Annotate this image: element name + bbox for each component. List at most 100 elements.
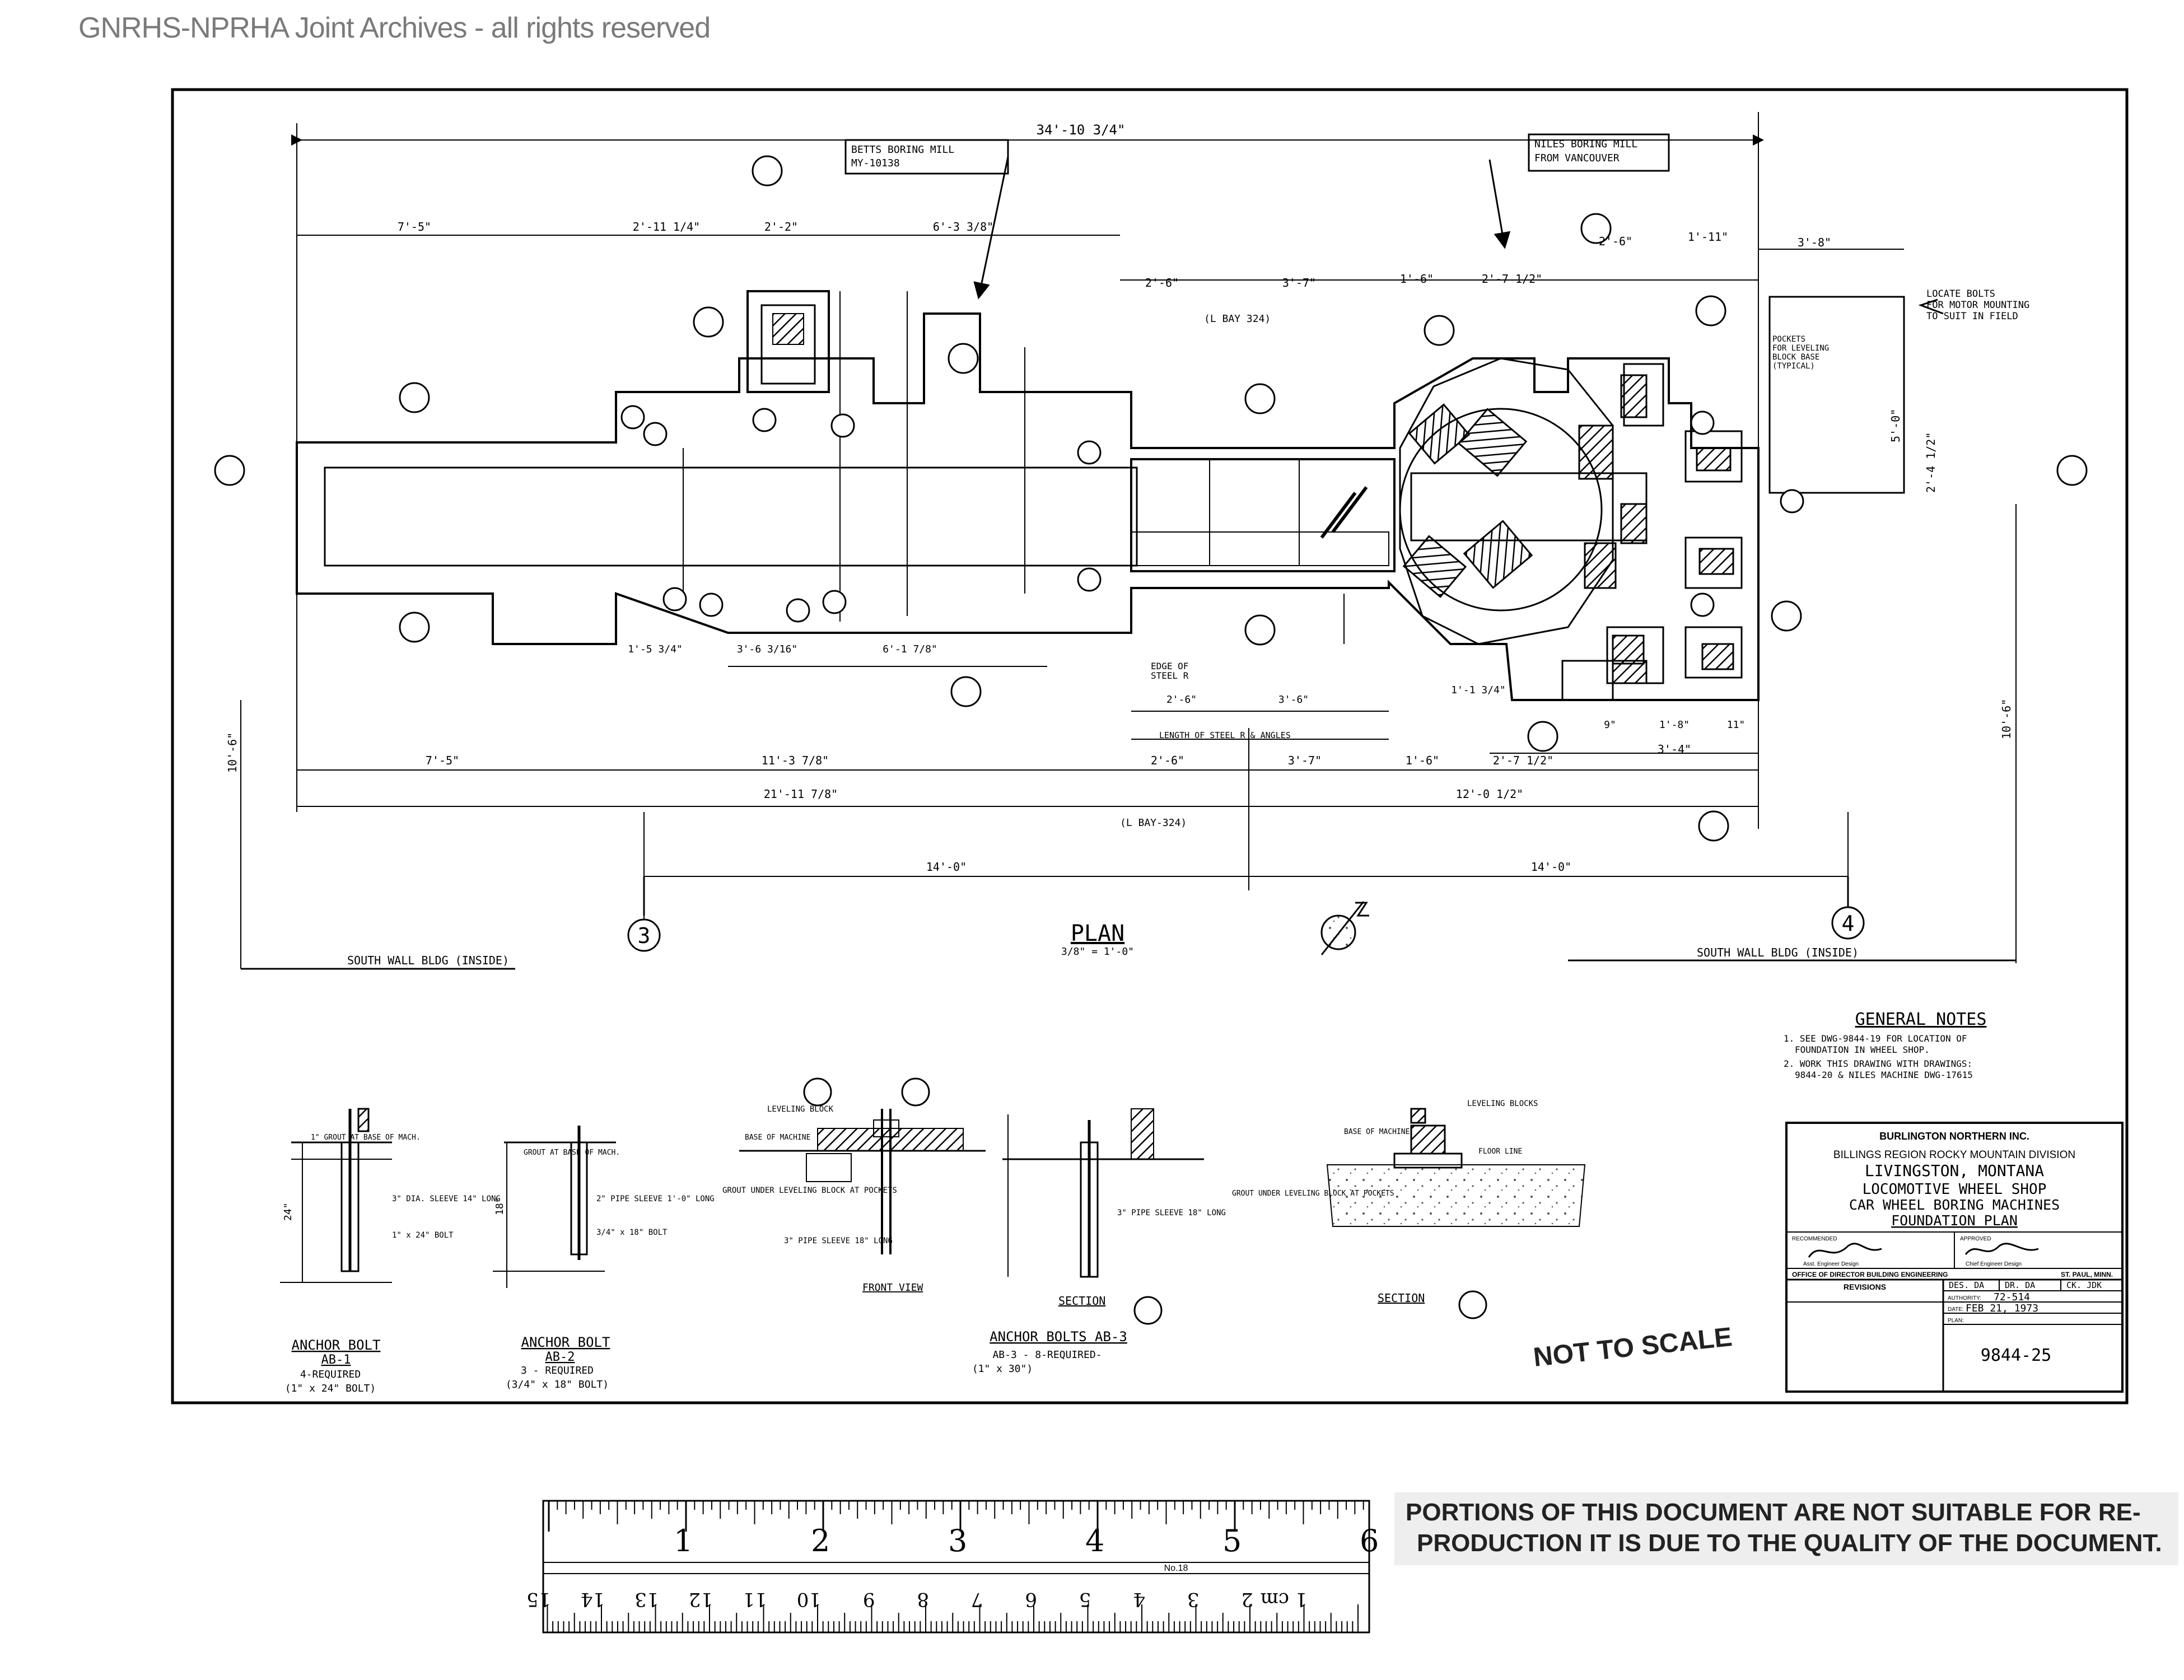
south-wall-left: SOUTH WALL BLDG (INSIDE) <box>347 954 509 967</box>
column-3-label: 3 <box>638 923 651 948</box>
svg-text:1'-6": 1'-6" <box>1400 272 1434 286</box>
ab2-depth: 18" <box>494 1197 506 1215</box>
sec2-leveling: LEVELING BLOCKS <box>1467 1099 1538 1108</box>
overall-dimension: 34'-10 3/4" <box>1037 122 1126 138</box>
ruler-inch-label: 1 <box>674 1523 693 1558</box>
tb-plan-label: PLAN: <box>1948 1318 1964 1324</box>
ab1-bolt: 1" x 24" BOLT <box>392 1231 454 1240</box>
svg-text:2'-7 1/2": 2'-7 1/2" <box>1482 272 1542 286</box>
tb-company: BURLINGTON NORTHERN INC. <box>1879 1131 2029 1142</box>
right-side-dim: 10'-6" <box>2000 699 2013 739</box>
svg-text:GENERAL NOTES: GENERAL NOTES <box>1855 1010 1987 1029</box>
svg-text:(1" x 30"): (1" x 30") <box>972 1363 1033 1375</box>
ruler-maker: No.18 <box>1164 1564 1188 1573</box>
bay-bottom: (L BAY-324) <box>1120 817 1187 829</box>
svg-text:12'-0 1/2": 12'-0 1/2" <box>1456 787 1523 801</box>
svg-text:2'-6": 2'-6" <box>1145 276 1179 290</box>
tb-revisions: REVISIONS <box>1844 1282 1886 1291</box>
south-wall-lines <box>241 959 2016 970</box>
column-lines <box>627 876 1865 952</box>
svg-text:3'-4": 3'-4" <box>1658 743 1691 756</box>
plan-title: PLAN <box>1071 921 1124 946</box>
ab2-sleeve: 2" PIPE SLEEVE 1'-0" LONG <box>596 1194 715 1203</box>
svg-text:3'-7": 3'-7" <box>1282 276 1316 290</box>
pockets-2: FOR LEVELING <box>1772 344 1829 353</box>
svg-text:PORTIONS OF THIS DOCUMENT ARE: PORTIONS OF THIS DOCUMENT ARE NOT SUITAB… <box>1406 1499 2141 1526</box>
general-notes: GENERAL NOTES 1. SEE DWG-9844-19 FOR LOC… <box>1784 1010 1986 1080</box>
svg-text:2'-11 1/4": 2'-11 1/4" <box>633 220 700 234</box>
column-4-label: 4 <box>1842 911 1855 936</box>
front-grout: GROUT UNDER LEVELING BLOCK AT POCKETS <box>722 1186 897 1195</box>
svg-text:3 - REQUIRED: 3 - REQUIRED <box>521 1365 594 1376</box>
sec2-grout: GROUT UNDER LEVELING BLOCK AT POCKETS <box>1232 1189 1394 1198</box>
svg-text:1'-1 3/4": 1'-1 3/4" <box>1451 684 1506 696</box>
section-label-2: SECTION <box>1378 1291 1425 1305</box>
ab2-grout: GROUT AT BASE OF MACH. <box>524 1149 620 1157</box>
title-block <box>1785 1122 2124 1393</box>
svg-text:21'-11 7/8": 21'-11 7/8" <box>764 787 838 801</box>
pockets-4: (TYPICAL) <box>1772 362 1815 371</box>
svg-text:AB-1: AB-1 <box>321 1353 351 1367</box>
svg-text:3'-6 3/16": 3'-6 3/16" <box>737 643 797 655</box>
ruler-inch-label: 3 <box>948 1523 967 1558</box>
tb-authority-label: AUTHORITY: <box>1948 1295 1981 1301</box>
section-label-1: SECTION <box>1058 1294 1105 1308</box>
svg-text:6'-1 7/8": 6'-1 7/8" <box>883 643 937 655</box>
ab1-sleeve: 3" DIA. SLEEVE 14" LONG <box>392 1194 501 1203</box>
leader-lines <box>844 133 1944 315</box>
svg-text:1'-8": 1'-8" <box>1659 719 1690 731</box>
detail-section-2 <box>1326 1108 1586 1319</box>
south-wall-right: SOUTH WALL BLDG (INSIDE) <box>1697 946 1859 959</box>
svg-text:ANCHOR BOLT: ANCHOR BOLT <box>521 1334 610 1350</box>
svg-text:(1" x 24" BOLT): (1" x 24" BOLT) <box>285 1383 376 1394</box>
tb-region: BILLINGS REGION ROCKY MOUNTAIN DIVISION <box>1833 1149 2075 1161</box>
ruler-cm-label: 4 <box>1133 1588 1145 1611</box>
ruler-cm-label: 13 <box>634 1588 659 1611</box>
svg-text:AB-3 - 8-REQUIRED-: AB-3 - 8-REQUIRED- <box>992 1349 1102 1361</box>
tb-date: FEB 21, 1973 <box>1966 1303 2038 1314</box>
quality-notice: PORTIONS OF THIS DOCUMENT ARE NOT SUITAB… <box>1394 1492 2178 1565</box>
ruler-cm-label: 15 <box>526 1588 550 1611</box>
tb-rec-title: Asst. Engineer Design <box>1803 1261 1859 1267</box>
ruler-cm-label: 5 <box>1079 1588 1091 1611</box>
detail-section-1 <box>1002 1108 1204 1325</box>
svg-text:2. WORK THIS DRAWING WITH DRAW: 2. WORK THIS DRAWING WITH DRAWINGS: <box>1784 1058 1972 1069</box>
front-view-label: FRONT VIEW <box>862 1282 923 1294</box>
svg-text:7'-5": 7'-5" <box>398 220 431 234</box>
front-sleeve: 3" PIPE SLEEVE 18" LONG <box>784 1236 893 1245</box>
detail-front-view <box>739 1077 986 1254</box>
tb-approved: APPROVED <box>1960 1236 1991 1242</box>
tb-office: OFFICE OF DIRECTOR BUILDING ENGINEERING <box>1792 1271 1948 1278</box>
svg-text:(3/4" x 18" BOLT): (3/4" x 18" BOLT) <box>506 1379 609 1390</box>
svg-text:2'-6": 2'-6" <box>1151 754 1184 767</box>
tb-line1: LOCOMOTIVE WHEEL SHOP <box>1863 1181 2047 1198</box>
svg-text:7'-5": 7'-5" <box>426 754 459 767</box>
betts-label-2: MY-10138 <box>851 157 900 169</box>
svg-text:3'-7": 3'-7" <box>1288 754 1322 767</box>
svg-text:FOUNDATION IN WHEEL SHOP.: FOUNDATION IN WHEEL SHOP. <box>1795 1044 1930 1055</box>
ruler-cm-label: 6 <box>1025 1588 1037 1611</box>
ruler-cm-label: 14 <box>581 1588 605 1611</box>
bay-top: (L BAY 324) <box>1204 313 1271 325</box>
plan-view <box>240 112 2017 969</box>
left-side-dim: 10'-6" <box>226 732 239 773</box>
pockets-1: POCKETS <box>1772 335 1805 344</box>
svg-text:9844-20 & NILES MACHINE DWG-17: 9844-20 & NILES MACHINE DWG-17615 <box>1795 1070 1973 1080</box>
svg-text:14'-0": 14'-0" <box>926 860 967 874</box>
ruler-cm-label: 12 <box>689 1588 713 1611</box>
anchor-bolt-captions: ANCHOR BOLT AB-1 4-REQUIRED (1" x 24" BO… <box>285 1329 1127 1394</box>
top-dimensions: 7'-5" 2'-11 1/4" 2'-2" 6'-3 3/8" 2'-6" 3… <box>398 220 1831 290</box>
right-upper-dim: 5'-0" <box>1889 409 1902 442</box>
tb-place: LIVINGSTON, MONTANA <box>1865 1161 2044 1180</box>
ruler-cm-label: 1 cm <box>1261 1588 1308 1611</box>
ruler-cm-label: 7 <box>971 1588 983 1611</box>
section-markers <box>214 155 2088 842</box>
svg-text:ANCHOR BOLT: ANCHOR BOLT <box>292 1337 381 1353</box>
svg-text:2'-7 1/2": 2'-7 1/2" <box>1493 754 1553 767</box>
svg-text:2'-6": 2'-6" <box>1166 694 1197 706</box>
tb-date-label: DATE: <box>1948 1306 1964 1313</box>
ruler-inch-label: 4 <box>1085 1523 1104 1558</box>
